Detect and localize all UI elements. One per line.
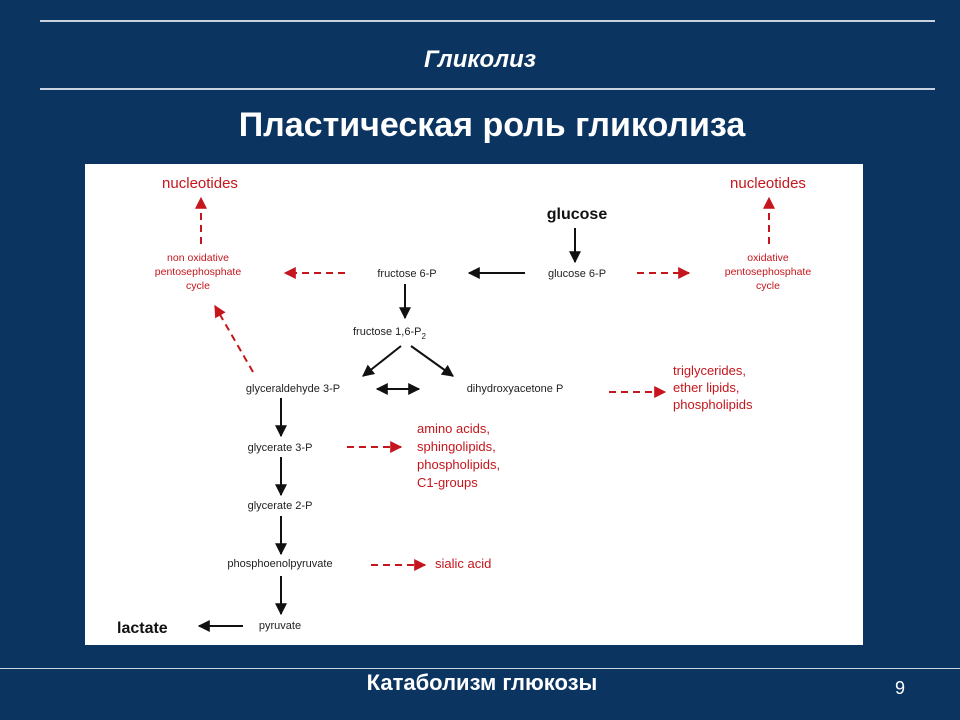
amino-line-1: amino acids,: [417, 421, 490, 436]
nucleotides-right-label: nucleotides: [730, 175, 806, 192]
fructose16p-text: fructose 1,6-P: [353, 326, 421, 338]
nucleotides-left-label: nucleotides: [162, 175, 238, 192]
nonox-line-2: pentosephosphate: [155, 266, 242, 278]
amino-line-3: phospholipids,: [417, 457, 500, 472]
top-divider: [40, 20, 935, 22]
g3p-label: glyceraldehyde 3-P: [246, 383, 340, 395]
header-divider: [40, 88, 935, 90]
pathway-svg: glucose glucose 6-P fructose 6-P fructos…: [117, 175, 812, 637]
pyruvate-label: pyruvate: [259, 620, 301, 632]
amino-label: amino acids, sphingolipids, phospholipid…: [417, 421, 500, 490]
glycerate2p-label: glycerate 2-P: [248, 500, 313, 512]
dhap-label: dihydroxyacetone P: [467, 383, 564, 395]
arrow-f16p-g3p: [362, 345, 402, 377]
nonox-line-1: non oxidative: [167, 252, 229, 264]
fructose16p-subscript: 2: [421, 332, 426, 341]
footer-divider: [0, 668, 960, 669]
amino-line-4: C1-groups: [417, 475, 478, 490]
sialic-label: sialic acid: [435, 556, 491, 571]
nonox-cycle-label: non oxidative pentosephosphate cycle: [155, 252, 242, 292]
pep-label: phosphoenolpyruvate: [227, 558, 332, 570]
nonox-line-3: cycle: [186, 280, 210, 292]
ox-line-1: oxidative: [747, 252, 789, 264]
lipids-label: triglycerides, ether lipids, phospholipi…: [673, 363, 753, 412]
lactate-label: lactate: [117, 620, 168, 637]
page-number: 9: [894, 678, 905, 698]
glucose6p-label: glucose 6-P: [548, 268, 606, 280]
glucose-label: glucose: [547, 206, 608, 223]
arrow-f16p-dhap: [410, 345, 454, 377]
lipids-line-1: triglycerides,: [673, 363, 746, 378]
lipids-line-3: phospholipids: [673, 397, 753, 412]
fructose6p-label: fructose 6-P: [377, 268, 436, 280]
arrow-g3p-nonox: [214, 304, 254, 373]
glycerate3p-label: glycerate 3-P: [248, 442, 313, 454]
fructose16p-label: fructose 1,6-P2: [353, 326, 426, 341]
lipids-line-2: ether lipids,: [673, 380, 739, 395]
slide-title: Пластическая роль гликолиза: [238, 106, 746, 144]
ox-cycle-label: oxidative pentosephosphate cycle: [725, 252, 812, 292]
ox-line-3: cycle: [756, 280, 780, 292]
ox-line-2: pentosephosphate: [725, 266, 812, 278]
glycolysis-diagram: glucose glucose 6-P fructose 6-P fructos…: [85, 164, 863, 645]
amino-line-2: sphingolipids,: [417, 439, 496, 454]
footer-title: Катаболизм глюкозы: [366, 670, 598, 695]
header-title: Гликолиз: [423, 46, 537, 73]
